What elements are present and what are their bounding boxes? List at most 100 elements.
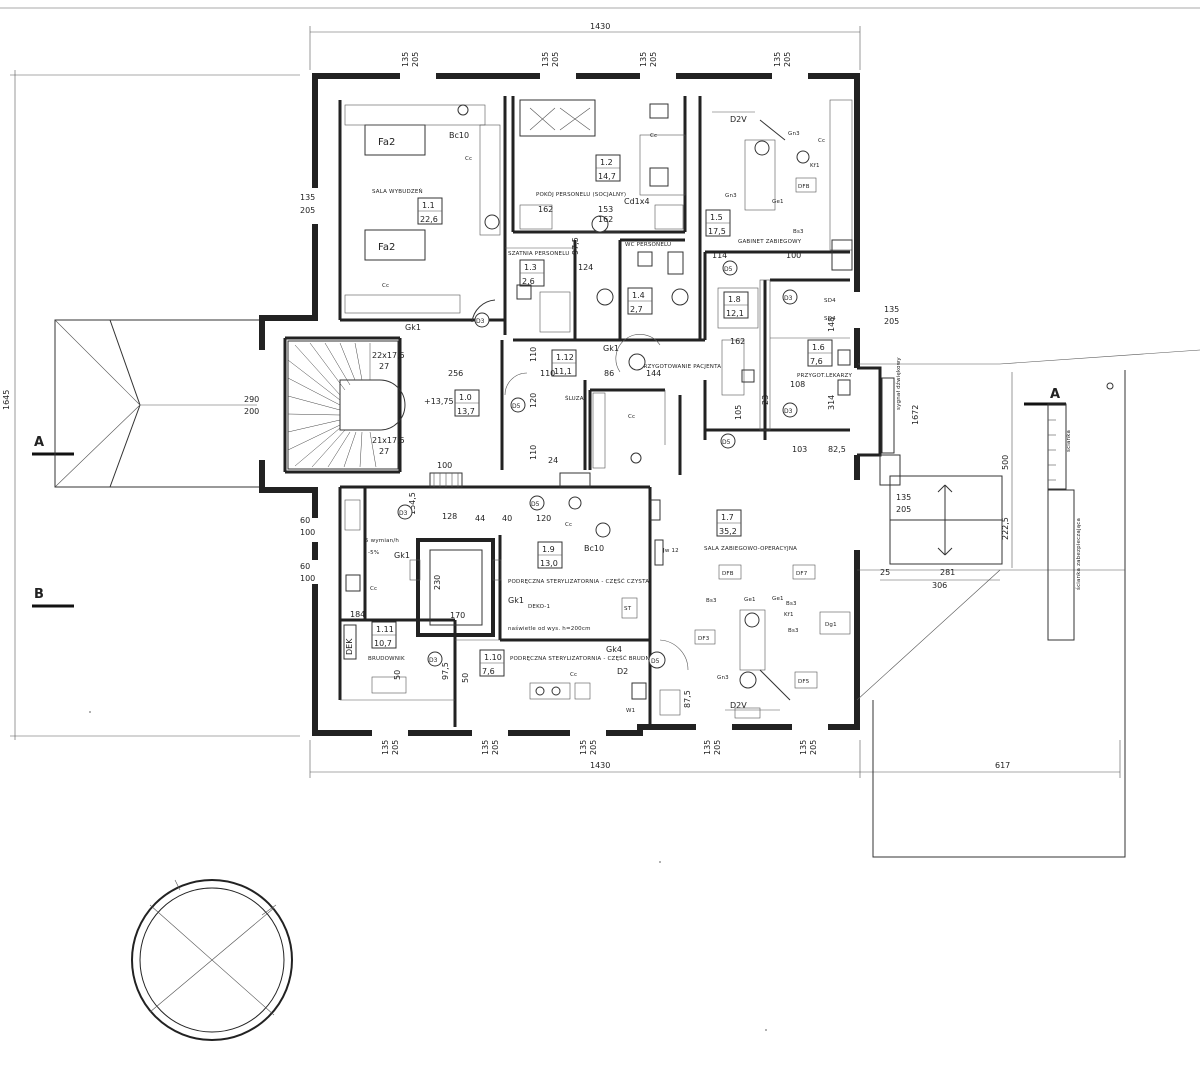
- svg-text:1.12: 1.12: [556, 353, 574, 362]
- room-name-1-2: POKÓJ PERSONELU (SOCJALNY): [536, 191, 626, 198]
- exterior-structure: sygnał dźwiękowy 500 222,5 1672 281 306 …: [856, 349, 1200, 858]
- svg-text:100: 100: [300, 528, 315, 537]
- svg-text:2,6: 2,6: [522, 277, 535, 286]
- room-name-1-5: GABINET ZABIEGOWY: [738, 239, 802, 245]
- svg-text:ST: ST: [624, 606, 632, 612]
- svg-text:35,2: 35,2: [719, 527, 737, 536]
- svg-text:1.10: 1.10: [484, 653, 502, 662]
- svg-text:D3: D3: [784, 408, 793, 415]
- stair-up-label: 22x17,5: [372, 351, 405, 360]
- treatment-chair-icon: [744, 139, 776, 211]
- svg-text:-5%: -5%: [368, 550, 379, 556]
- svg-text:7,6: 7,6: [482, 667, 495, 676]
- svg-text:Ge1: Ge1: [772, 199, 784, 205]
- transit-hatch: 100: [429, 461, 591, 488]
- svg-text:SD4: SD4: [824, 298, 836, 304]
- vent-note: 5 wymian/h: [365, 538, 399, 544]
- svg-text:23: 23: [761, 395, 770, 405]
- svg-text:ścianka zabezpieczająca: ścianka zabezpieczająca: [1075, 518, 1082, 590]
- svg-text:205: 205: [300, 206, 315, 215]
- svg-text:128: 128: [442, 512, 457, 521]
- svg-text:Ge1: Ge1: [744, 597, 756, 603]
- svg-text:60: 60: [300, 562, 310, 571]
- svg-text:24: 24: [548, 456, 558, 465]
- chair-icon: [649, 103, 669, 119]
- svg-text:144: 144: [646, 369, 661, 378]
- svg-text:ścianka: ścianka: [1065, 430, 1072, 452]
- room-name-1-3: SZATNIA PERSONELU: [508, 251, 569, 257]
- svg-text:205: 205: [491, 740, 500, 755]
- room-1-1: Fa2 Fa2 Bc10 Cc SALA WYBUDZEŃ 1.1 22,6 C…: [344, 104, 501, 332]
- dim-left-total: 1645: [2, 390, 11, 410]
- stair-down-label: 21x17,5: [372, 436, 405, 445]
- svg-text:17,5: 17,5: [708, 227, 726, 236]
- svg-text:D2V: D2V: [730, 115, 747, 124]
- operating-table-icon: [739, 609, 766, 671]
- svg-text:D5: D5: [722, 439, 731, 446]
- svg-text:205: 205: [391, 740, 400, 755]
- svg-text:1.1: 1.1: [422, 201, 435, 210]
- exterior-walls: [257, 72, 882, 738]
- svg-text:290: 290: [244, 395, 259, 404]
- svg-text:22,6: 22,6: [420, 215, 438, 224]
- svg-text:1.4: 1.4: [632, 291, 645, 300]
- svg-text:Gk1: Gk1: [603, 344, 619, 353]
- svg-text:1.11: 1.11: [376, 625, 394, 634]
- room-name-1-12: PRZYGOTOWANIE PACJENTA: [640, 364, 721, 370]
- svg-text:205: 205: [649, 52, 658, 67]
- svg-text:97,5: 97,5: [571, 237, 580, 255]
- svg-text:205: 205: [896, 505, 911, 514]
- svg-text:135: 135: [896, 493, 911, 502]
- svg-text:27: 27: [379, 362, 389, 371]
- svg-text:205: 205: [411, 52, 420, 67]
- shaft: 128 154,5 230 170: [408, 492, 502, 637]
- svg-text:D3: D3: [476, 318, 485, 325]
- svg-text:184: 184: [350, 610, 365, 619]
- svg-text:Kf1: Kf1: [810, 163, 820, 169]
- svg-text:1.6: 1.6: [812, 343, 825, 352]
- svg-text:2,7: 2,7: [630, 305, 643, 314]
- svg-text:D3: D3: [429, 657, 438, 664]
- section-marker-a-left: A: [32, 435, 74, 456]
- ramp-note-a: sygnał dźwiękowy: [895, 357, 902, 410]
- svg-text:1.2: 1.2: [600, 158, 613, 167]
- svg-text:205: 205: [551, 52, 560, 67]
- svg-text:100: 100: [786, 251, 801, 260]
- room-name-1-9: PODRĘCZNA STERYLIZATORNIA - CZĘŚĆ CZYSTA: [508, 578, 649, 585]
- room-1-12: 1.12 11,1 Gk1 PRZYGOTOWANIE PACJENTA 86 …: [540, 334, 721, 469]
- svg-text:Bs3: Bs3: [706, 598, 717, 604]
- entrance-roof: [54, 319, 262, 488]
- compass-icon: [131, 879, 293, 1041]
- svg-text:162: 162: [730, 337, 745, 346]
- svg-text:Cc: Cc: [628, 414, 635, 420]
- svg-text:135: 135: [773, 52, 782, 67]
- svg-text:110: 110: [529, 347, 538, 362]
- svg-text:1.3: 1.3: [524, 263, 537, 272]
- svg-text:100: 100: [300, 574, 315, 583]
- svg-text:Ge1: Ge1: [772, 596, 784, 602]
- svg-text:Gk1: Gk1: [405, 323, 421, 332]
- svg-text:DEKO-1: DEKO-1: [528, 604, 550, 610]
- svg-text:230: 230: [433, 575, 442, 590]
- svg-text:Fa2: Fa2: [378, 242, 395, 253]
- room-1-2: POKÓJ PERSONELU (SOCJALNY) 1.2 14,7 Cd1x…: [519, 99, 686, 233]
- svg-text:Gk4: Gk4: [606, 645, 622, 654]
- door-d3-icon: [474, 312, 490, 328]
- svg-text:153: 153: [598, 205, 613, 214]
- svg-text:86: 86: [604, 369, 614, 378]
- room-name-1-11: BRUDOWNIK: [368, 656, 405, 662]
- sink-icon: [484, 214, 500, 230]
- svg-text:12,1: 12,1: [726, 309, 744, 318]
- section-label-a-left: A: [34, 435, 44, 450]
- svg-text:135: 135: [703, 740, 712, 755]
- section-label-a-right: A: [1050, 387, 1060, 402]
- window-dims: 135 205 135 205 135 205 135 205 135 205 …: [244, 52, 911, 755]
- svg-text:44: 44: [475, 514, 485, 523]
- svg-text:135: 135: [481, 740, 490, 755]
- room-1-11: D3 5 wymian/h -5% Gk1 Cc 184 DEK 1.11 10…: [343, 499, 450, 694]
- svg-text:Bc10: Bc10: [584, 544, 604, 553]
- svg-text:Cc: Cc: [650, 133, 657, 139]
- svg-text:256: 256: [448, 369, 463, 378]
- svg-text:108: 108: [790, 380, 805, 389]
